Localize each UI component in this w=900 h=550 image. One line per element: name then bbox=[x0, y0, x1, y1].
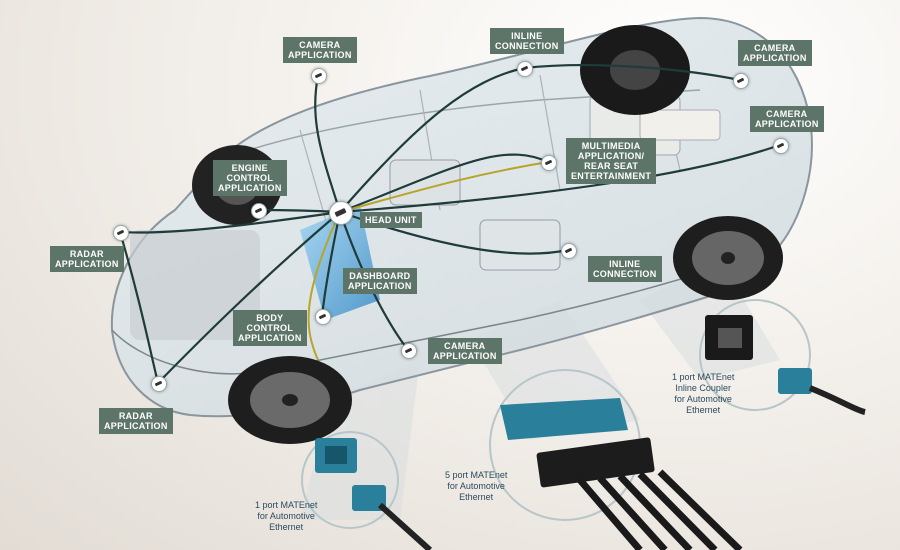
label-camera-top-left: CAMERA APPLICATION bbox=[283, 37, 357, 63]
label-head-unit: HEAD UNIT bbox=[360, 212, 422, 228]
camera-node-icon[interactable] bbox=[401, 343, 417, 359]
inline-node-icon[interactable] bbox=[517, 61, 533, 77]
radar-node-icon[interactable] bbox=[151, 376, 167, 392]
camera-node-icon[interactable] bbox=[773, 138, 789, 154]
label-dashboard: DASHBOARD APPLICATION bbox=[343, 268, 417, 294]
label-engine-control: ENGINE CONTROL APPLICATION bbox=[213, 160, 287, 196]
label-body-control: BODY CONTROL APPLICATION bbox=[233, 310, 307, 346]
label-radar-left: RADAR APPLICATION bbox=[50, 246, 124, 272]
engine-node-icon[interactable] bbox=[251, 203, 267, 219]
caption-five-port: 5 port MATEnet for Automotive Ethernet bbox=[445, 470, 508, 502]
label-camera-bottom: CAMERA APPLICATION bbox=[428, 338, 502, 364]
multimedia-node-icon[interactable] bbox=[541, 155, 557, 171]
camera-node-icon[interactable] bbox=[311, 68, 327, 84]
label-multimedia: MULTIMEDIA APPLICATION/ REAR SEAT ENTERT… bbox=[566, 138, 657, 184]
radar-node-icon[interactable] bbox=[113, 225, 129, 241]
five-port-connector bbox=[489, 369, 743, 550]
caption-inline-coupler: 1 port MATEnet Inline Coupler for Automo… bbox=[672, 372, 735, 415]
camera-node-icon[interactable] bbox=[733, 73, 749, 89]
label-inline-top: INLINE CONNECTION bbox=[490, 28, 564, 54]
inline-coupler-connector bbox=[699, 299, 866, 415]
caption-one-port: 1 port MATEnet for Automotive Ethernet bbox=[255, 500, 318, 532]
label-camera-top-right: CAMERA APPLICATION bbox=[738, 40, 812, 66]
body-control-node-icon[interactable] bbox=[315, 309, 331, 325]
label-camera-right: CAMERA APPLICATION bbox=[750, 106, 824, 132]
label-inline-right: INLINE CONNECTION bbox=[588, 256, 662, 282]
one-port-connector bbox=[301, 431, 433, 550]
inline-node-icon[interactable] bbox=[561, 243, 577, 259]
label-radar-bottom: RADAR APPLICATION bbox=[99, 408, 173, 434]
wheels bbox=[192, 25, 783, 444]
head-unit-icon[interactable] bbox=[329, 201, 353, 225]
